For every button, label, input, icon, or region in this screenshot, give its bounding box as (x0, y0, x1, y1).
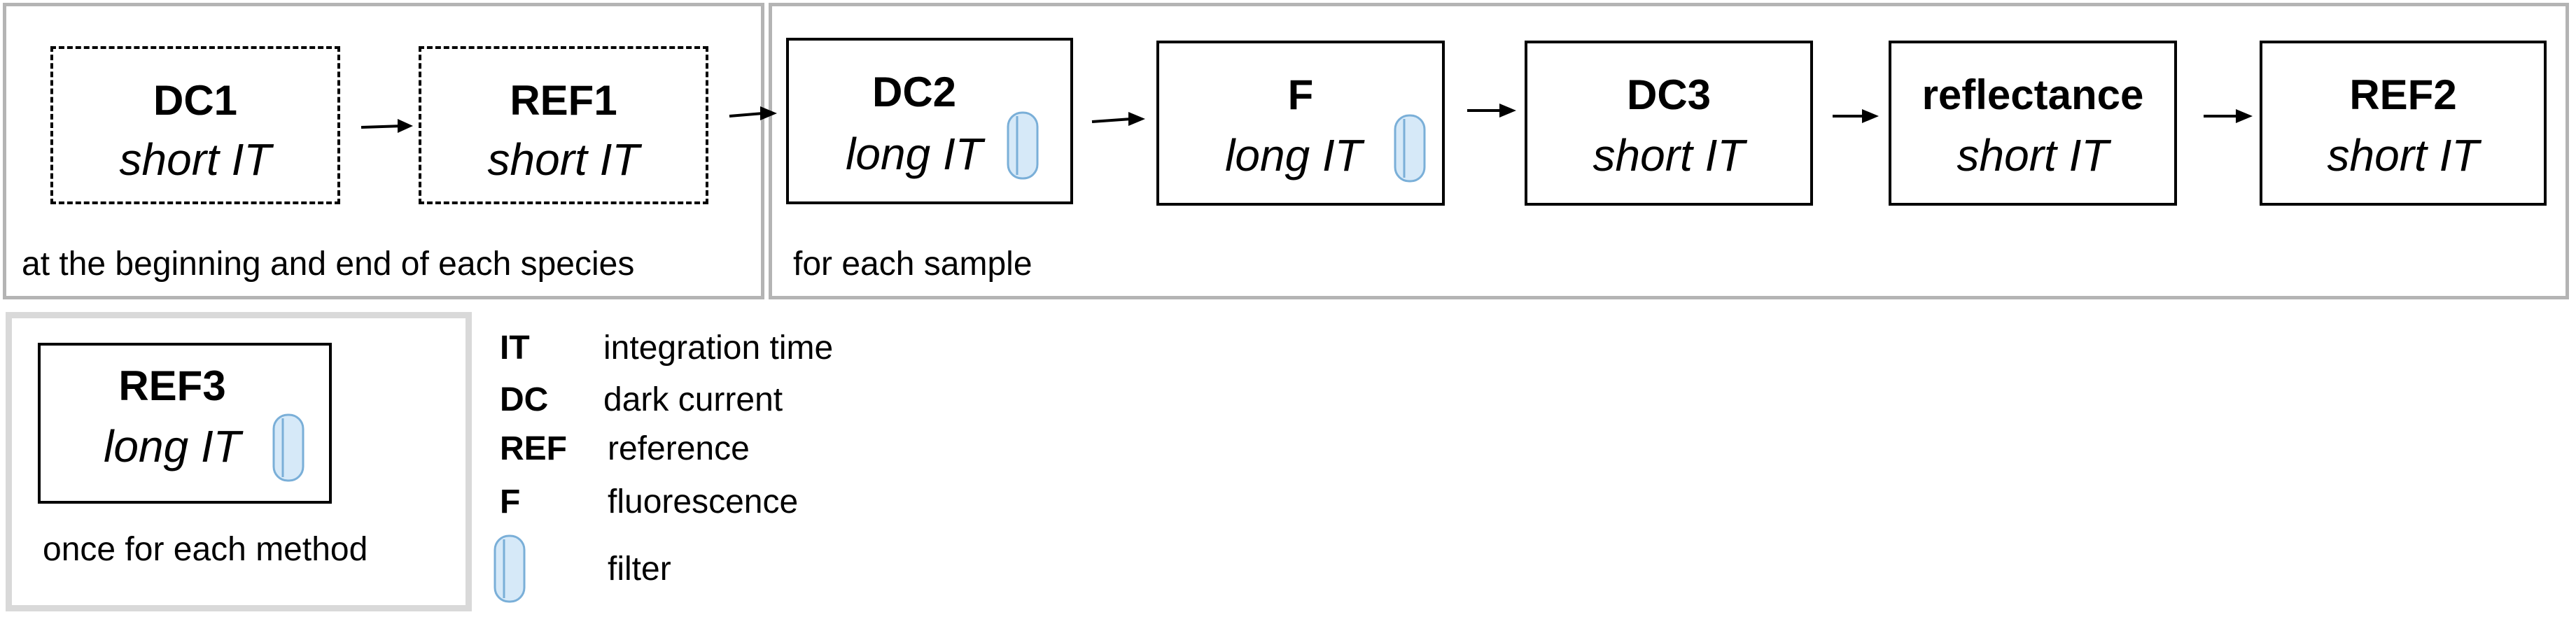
species-group-label: at the beginning and end of each species (22, 246, 635, 283)
step-reflectance-subtitle: short IT (1956, 130, 2109, 180)
legend-abbr-ref: REF (500, 430, 567, 467)
filter-icon (493, 534, 526, 603)
arrow-dc1-ref1 (360, 125, 404, 129)
filter-icon (1394, 114, 1426, 183)
step-ref3-subtitle: long IT (104, 421, 241, 471)
step-dc2-subtitle: long IT (846, 129, 983, 179)
sample-group-label: for each sample (793, 246, 1032, 283)
step-dc1-title: DC1 (153, 77, 238, 124)
filter-icon (272, 413, 304, 482)
method-group-label: once for each method (43, 531, 368, 568)
step-dc2-title: DC2 (872, 69, 957, 115)
step-ref2: REF2 short IT (2260, 41, 2547, 206)
filter-icon (1007, 111, 1039, 180)
step-dc3: DC3 short IT (1525, 41, 1813, 206)
legend-abbr-it: IT (500, 329, 530, 367)
legend-desc-ref: reference (608, 430, 750, 467)
step-f: F long IT (1156, 41, 1445, 206)
step-f-title: F (1287, 71, 1314, 118)
legend-desc-dc: dark current (603, 381, 783, 418)
legend-abbr-f: F (500, 483, 521, 520)
step-ref2-title: REF2 (2349, 71, 2457, 118)
step-dc1: DC1 short IT (50, 46, 340, 204)
step-ref3-title: REF3 (118, 362, 226, 409)
step-dc1-subtitle: short IT (119, 134, 272, 185)
legend-desc-it: integration time (603, 329, 834, 367)
step-reflectance-title: reflectance (1921, 71, 2144, 118)
step-ref2-subtitle: short IT (2327, 130, 2479, 180)
step-ref1: REF1 short IT (419, 46, 708, 204)
step-reflectance: reflectance short IT (1889, 41, 2177, 206)
step-ref3: REF3 long IT (38, 343, 332, 504)
step-ref1-title: REF1 (510, 77, 617, 124)
legend-desc-filter: filter (608, 551, 671, 588)
legend-abbr-dc: DC (500, 381, 549, 418)
step-ref1-subtitle: short IT (487, 134, 640, 185)
step-dc3-title: DC3 (1626, 71, 1712, 118)
step-dc2: DC2 long IT (786, 38, 1073, 204)
step-f-subtitle: long IT (1225, 130, 1362, 180)
arrow-ref1-dc2 (729, 112, 764, 118)
step-dc3-subtitle: short IT (1592, 130, 1745, 180)
legend-desc-f: fluorescence (608, 483, 799, 520)
arrow-dc2-f (1091, 118, 1132, 123)
